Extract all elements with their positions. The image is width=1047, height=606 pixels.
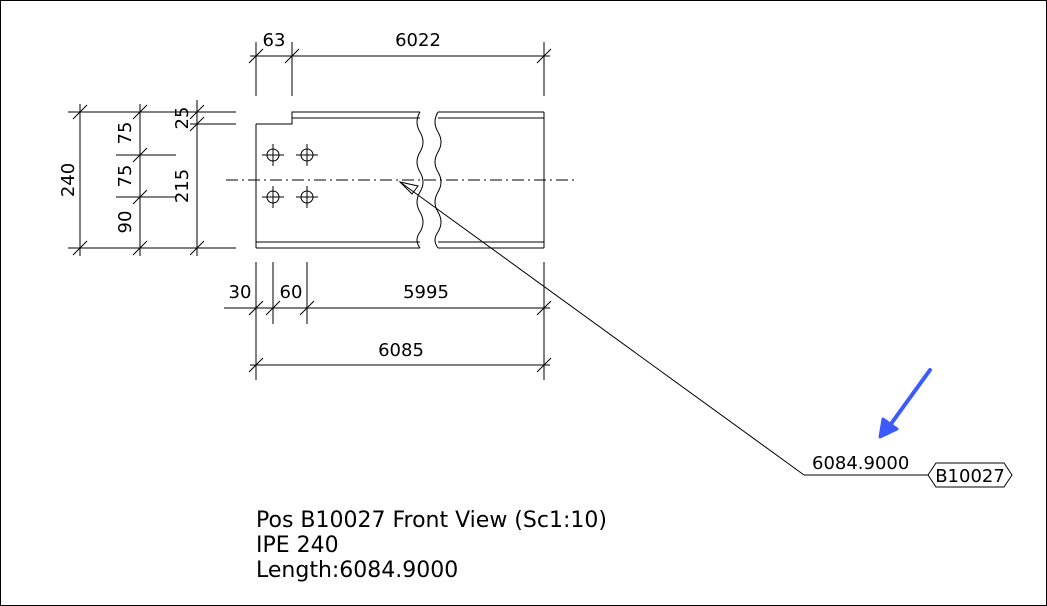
dim-6022: 6022 [395, 30, 441, 51]
bolt-hole [296, 144, 318, 166]
bolt-hole [262, 186, 284, 208]
dim-240: 240 [58, 163, 79, 197]
dim-30: 30 [229, 282, 252, 303]
dim-6085: 6085 [378, 340, 424, 361]
dim-90: 90 [115, 211, 136, 234]
beam-outline [226, 111, 576, 249]
bottom-dimensions: 30 60 5995 6085 [224, 262, 552, 380]
bolt-hole [296, 186, 318, 208]
title-line-profile: IPE 240 [256, 533, 339, 558]
part-mark-leader: 6084.9000 B10027 [398, 181, 1013, 488]
title-line-position: Pos B10027 Front View (Sc1:10) [256, 508, 607, 533]
part-tag-label: B10027 [935, 466, 1005, 487]
title-block: Pos B10027 Front View (Sc1:10) IPE 240 L… [256, 508, 607, 583]
dim-63: 63 [263, 30, 286, 51]
leader-arrowhead [398, 181, 419, 195]
dim-5995: 5995 [403, 282, 449, 303]
dim-60: 60 [280, 282, 303, 303]
dim-215: 215 [172, 169, 193, 203]
left-dimensions: 240 75 75 90 215 25 [58, 100, 236, 256]
title-line-length: Length:6084.9000 [256, 558, 458, 583]
part-tag-frame [927, 462, 1013, 488]
break-line-right [434, 111, 442, 249]
top-dimensions: 63 6022 [248, 30, 552, 96]
bolt-holes [262, 144, 318, 208]
dim-75-lower: 75 [115, 165, 136, 188]
bolt-hole [262, 144, 284, 166]
dim-75-upper: 75 [115, 122, 136, 145]
break-line-left [416, 111, 424, 249]
leader-length-value: 6084.9000 [812, 453, 909, 474]
dim-25: 25 [172, 107, 193, 130]
annotation-arrow-icon [878, 368, 932, 439]
